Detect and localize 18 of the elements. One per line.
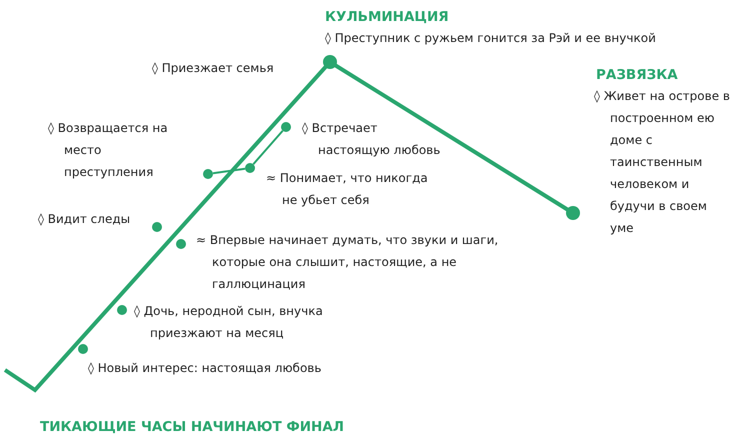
event-text: ◊ Живет на острове в построенном ею доме с таинственным человеком и будучи в своем уме bbox=[594, 88, 731, 237]
event-text: ◊ Встречает настоящую любовь bbox=[302, 120, 442, 159]
stage-heading: КУЛЬМИНАЦИЯ bbox=[325, 8, 449, 27]
plot-point bbox=[203, 169, 213, 179]
event-text: ≈ Понимает, что никогда не убьет себя bbox=[266, 170, 429, 209]
event-text: ≈ Впервые начинает думать, что звуки и шаги, которые она слышит, настоящие, а не галлюцинация bbox=[196, 232, 500, 293]
plot-point bbox=[281, 122, 291, 132]
stage-heading: РАЗВЯЗКА bbox=[596, 66, 678, 85]
plot-point bbox=[245, 163, 255, 173]
event-text: ◊ Видит следы bbox=[38, 211, 130, 228]
event-text: ◊ Приезжает семья bbox=[152, 60, 274, 77]
connector-line bbox=[212, 168, 246, 174]
stage-heading: ТИКАЮЩИЕ ЧАСЫ НАЧИНАЮТ ФИНАЛ bbox=[40, 418, 344, 437]
connector-line bbox=[252, 130, 284, 165]
event-text: ◊ Преступник с ружьем гонится за Рэй и ее внучкой bbox=[325, 30, 656, 47]
event-text: ◊ Дочь, неродной сын, внучка приезжают на месяц bbox=[134, 303, 324, 342]
event-text: ◊ Новый интерес: настоящая любовь bbox=[88, 360, 322, 377]
event-text: ◊ Возвращается на место преступления bbox=[48, 120, 169, 181]
